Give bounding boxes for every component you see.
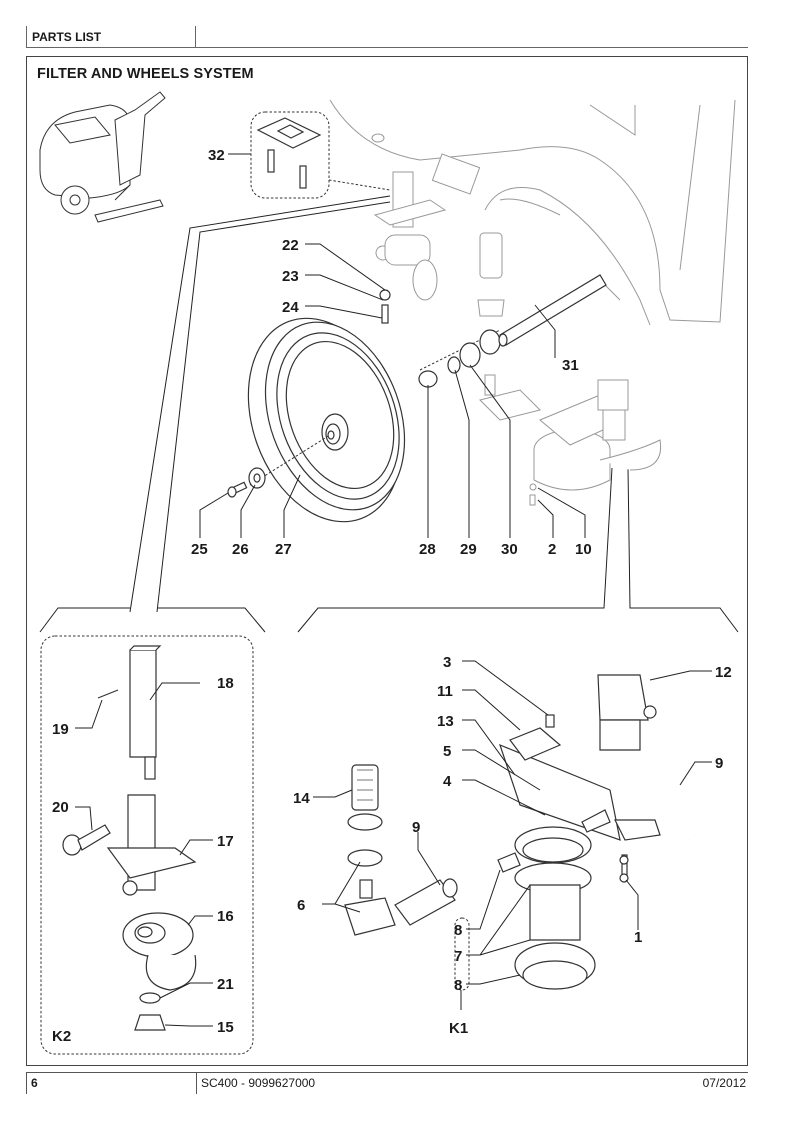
callout-13: 13 bbox=[437, 713, 454, 730]
callout-24: 24 bbox=[282, 299, 299, 316]
callout-14: 14 bbox=[293, 790, 310, 807]
machine-thumbnail bbox=[39, 91, 166, 223]
callout-30: 30 bbox=[501, 541, 518, 558]
callout-21: 21 bbox=[217, 976, 234, 993]
document-code: SC400 - 9099627000 bbox=[201, 1076, 316, 1090]
k1-filter-parts bbox=[454, 674, 711, 991]
kit-k2-box bbox=[40, 635, 254, 1055]
header-cell bbox=[26, 26, 196, 48]
callout-3: 3 bbox=[443, 654, 451, 671]
filter-assembly-background bbox=[479, 374, 662, 506]
callout-29: 29 bbox=[460, 541, 477, 558]
detail-leader-k1 bbox=[297, 467, 739, 633]
footer-divider bbox=[196, 1072, 197, 1094]
callout-25: 25 bbox=[191, 541, 208, 558]
callout-16: 16 bbox=[217, 908, 234, 925]
section-title: FILTER AND WHEELS SYSTEM bbox=[37, 66, 254, 82]
footer-left-border bbox=[26, 1072, 27, 1094]
callout-9-right: 9 bbox=[715, 755, 723, 772]
rear-wheel bbox=[247, 317, 501, 523]
callout-17: 17 bbox=[217, 833, 234, 850]
kit-label-k2: K2 bbox=[52, 1028, 71, 1045]
callout-18: 18 bbox=[217, 675, 234, 692]
callout-1: 1 bbox=[634, 929, 642, 946]
callout-8-top: 8 bbox=[454, 922, 462, 939]
filter-cartridge-group bbox=[344, 764, 458, 936]
callout-8-bottom: 8 bbox=[454, 977, 462, 994]
callout-23: 23 bbox=[282, 268, 299, 285]
callout-32: 32 bbox=[208, 147, 225, 164]
document-date: 07/2012 bbox=[702, 1076, 746, 1090]
detail-leader-k2 bbox=[39, 195, 391, 633]
callout-12: 12 bbox=[715, 664, 732, 681]
callout-7: 7 bbox=[454, 948, 462, 965]
callout-26: 26 bbox=[232, 541, 249, 558]
callout-leaders bbox=[75, 153, 712, 1027]
kit-32-plate-bolts bbox=[250, 111, 391, 199]
callout-2: 2 bbox=[548, 541, 556, 558]
callout-4: 4 bbox=[443, 773, 452, 790]
callout-10: 10 bbox=[575, 541, 592, 558]
header-title: PARTS LIST bbox=[32, 30, 102, 44]
callout-11: 11 bbox=[437, 683, 453, 700]
footer-rule bbox=[26, 1072, 748, 1095]
callout-19: 19 bbox=[52, 721, 69, 738]
callout-22: 22 bbox=[282, 237, 299, 254]
callout-5: 5 bbox=[443, 743, 451, 760]
k2-caster-parts bbox=[62, 645, 197, 1031]
caster-assembly-background bbox=[373, 171, 447, 301]
callout-9-left: 9 bbox=[412, 819, 420, 836]
header-rule bbox=[196, 47, 748, 48]
callout-28: 28 bbox=[419, 541, 436, 558]
diagram-frame bbox=[26, 56, 748, 1066]
callout-31: 31 bbox=[562, 357, 579, 374]
machine-body-outline bbox=[329, 99, 736, 326]
kit-label-k1: K1 bbox=[449, 1020, 468, 1037]
page-number: 6 bbox=[31, 1076, 38, 1090]
callout-20: 20 bbox=[52, 799, 69, 816]
callout-labels: 32 22 23 24 31 25 26 27 28 29 30 2 10 18… bbox=[52, 147, 732, 1045]
axle-parts bbox=[227, 274, 607, 498]
callout-6: 6 bbox=[297, 897, 305, 914]
callout-27: 27 bbox=[275, 541, 292, 558]
callout-15: 15 bbox=[217, 1019, 234, 1036]
